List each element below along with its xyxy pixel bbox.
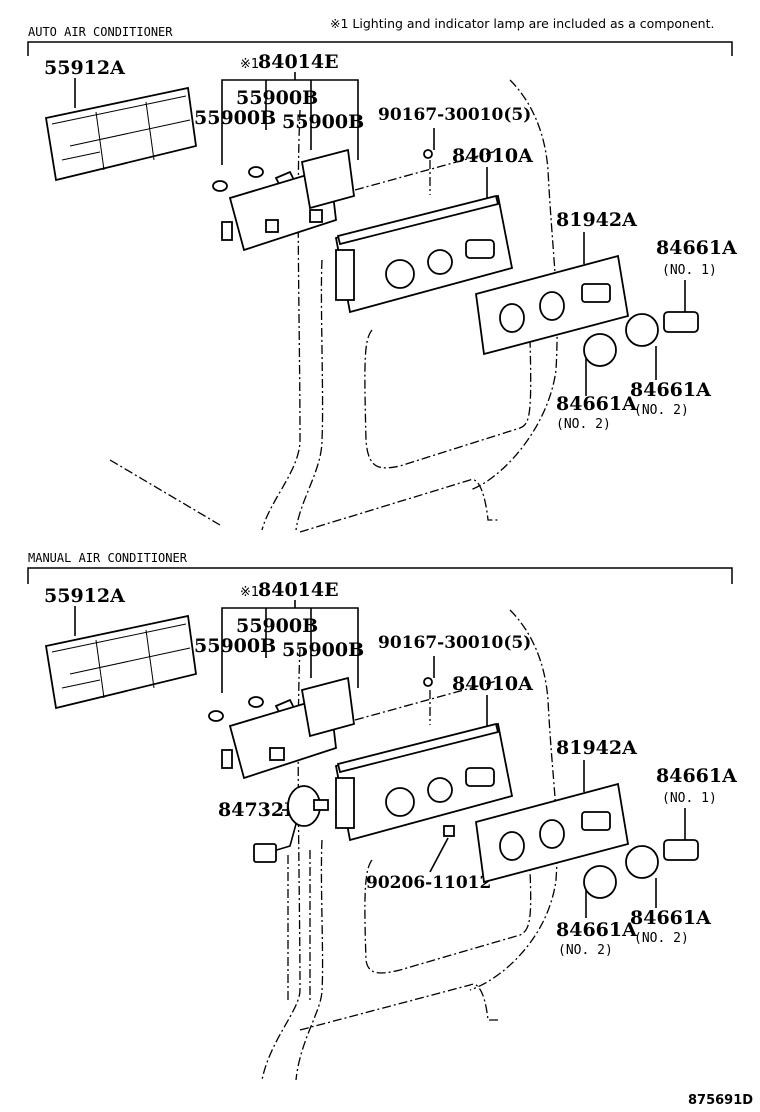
component-note: ※1 Lighting and indicator lamp are inclu… [330, 16, 714, 31]
leader-84014E [221, 600, 359, 693]
label-81942A: 81942A [556, 737, 637, 759]
leader-84014E [221, 72, 359, 165]
label-84661A-no1: 84661A [656, 765, 737, 787]
label-mark: ※1 [240, 57, 259, 72]
label-84661A-no2-a: 84661A [556, 393, 637, 415]
label-55900B-c: 55900B [282, 639, 364, 661]
label-81942A: 81942A [556, 209, 637, 231]
label-84661A-no2-a-sub: (NO. 2) [556, 417, 611, 432]
label-90167-30010: 90167-30010(5) [378, 105, 531, 125]
figure-id: 875691D [688, 1093, 753, 1108]
section-frame [27, 41, 733, 56]
label-90167-30010: 90167-30010(5) [378, 633, 531, 653]
label-84661A-no1-sub: (NO. 1) [662, 791, 717, 806]
part-84661A-no2-knob-a[interactable] [583, 865, 617, 899]
label-84732H: 84732H [218, 799, 302, 821]
label-55900B-b: 55900B [194, 107, 276, 129]
part-84661A-no2-knob-b[interactable] [625, 313, 659, 347]
part-55912A-vent[interactable] [44, 614, 198, 710]
part-84661A-no2-knob-b[interactable] [625, 845, 659, 879]
label-84661A-no2-a-sub: (NO. 2) [558, 943, 613, 958]
part-84661A-no1-button[interactable] [663, 839, 699, 861]
part-81942A-panel[interactable] [475, 254, 630, 356]
label-84661A-no2-b: 84661A [630, 379, 711, 401]
label-84661A-no2-b-sub: (NO. 2) [634, 403, 689, 418]
section-manual-air-conditioner: MANUAL AIR CONDITIONER 55912A ※1 84014E … [27, 551, 737, 1081]
part-84014E-switch[interactable] [212, 148, 355, 252]
leader-90206 [429, 837, 449, 873]
part-90167-clip[interactable] [423, 149, 433, 159]
section-frame [27, 567, 733, 584]
section-title: MANUAL AIR CONDITIONER [28, 551, 188, 565]
part-90167-clip[interactable] [423, 677, 433, 687]
part-84014E-switch[interactable] [208, 676, 355, 780]
label-mark: ※1 [240, 585, 259, 600]
label-84014E: 84014E [258, 579, 339, 601]
label-84661A-no2-b: 84661A [630, 907, 711, 929]
part-55912A-vent[interactable] [44, 86, 198, 182]
label-84661A-no1-sub: (NO. 1) [662, 263, 717, 278]
label-84661A-no1: 84661A [656, 237, 737, 259]
label-55900B-b: 55900B [194, 635, 276, 657]
part-84732H-blower-switch[interactable] [253, 785, 329, 863]
label-55900B-a: 55900B [236, 615, 318, 637]
part-84661A-no2-knob-a[interactable] [583, 333, 617, 367]
label-84661A-no2-a: 84661A [556, 919, 637, 941]
part-81942A-panel[interactable] [475, 782, 630, 884]
section-title: AUTO AIR CONDITIONER [28, 25, 173, 39]
label-55900B-c: 55900B [282, 111, 364, 133]
part-84010A-control-assembly[interactable] [334, 194, 514, 314]
section-auto-air-conditioner: AUTO AIR CONDITIONER 55912A ※1 84014E 55… [27, 25, 737, 533]
label-84014E: 84014E [258, 51, 339, 73]
label-90206-11012: 90206-11012 [366, 873, 491, 893]
part-90206-screw[interactable] [443, 825, 455, 837]
label-84010A: 84010A [452, 673, 533, 695]
part-84661A-no1-button[interactable] [663, 311, 699, 333]
label-55912A: 55912A [44, 57, 125, 79]
part-84010A-control-assembly[interactable] [334, 722, 514, 842]
label-55912A: 55912A [44, 585, 125, 607]
label-84010A: 84010A [452, 145, 533, 167]
label-55900B-a: 55900B [236, 87, 318, 109]
label-84661A-no2-b-sub: (NO. 2) [634, 931, 689, 946]
